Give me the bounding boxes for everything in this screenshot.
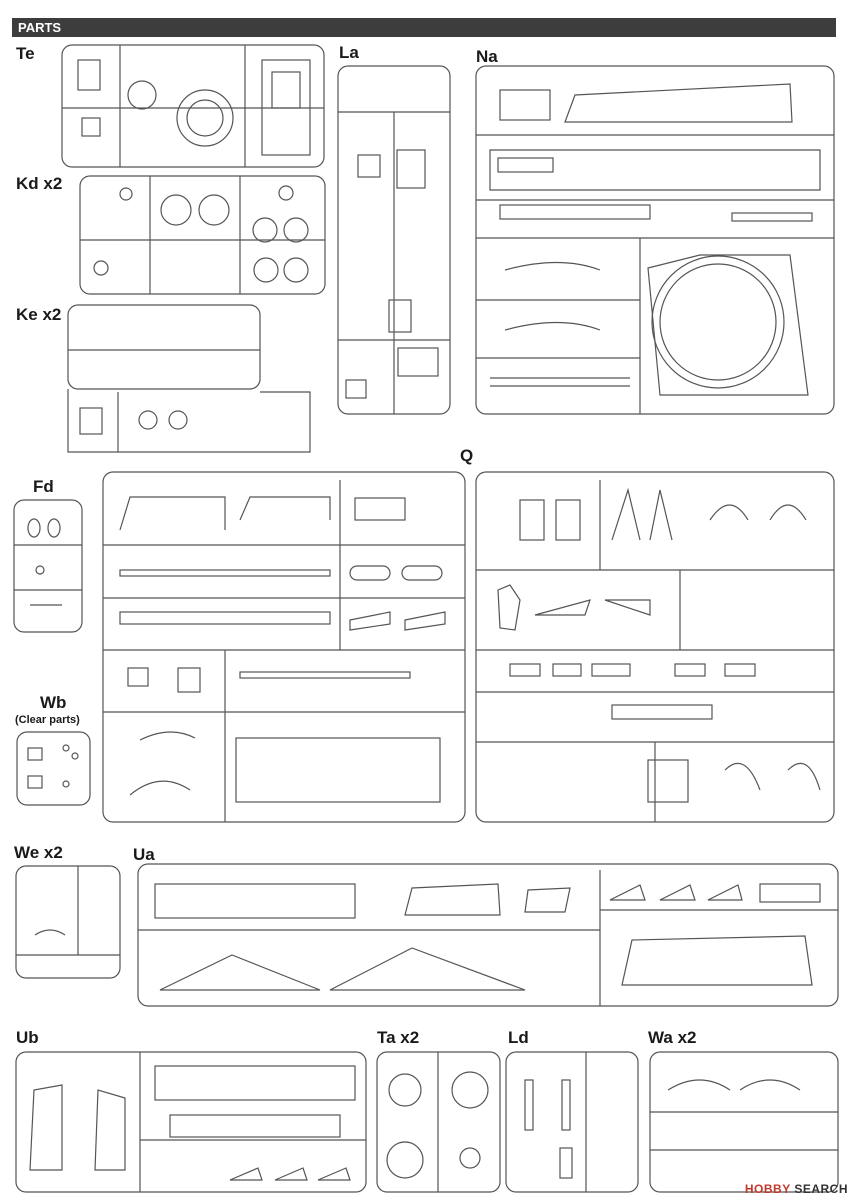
sprue-frame-ua <box>137 863 839 1007</box>
sprue-label-q: Q <box>460 446 474 465</box>
watermark-suffix: SEARCH <box>794 1182 848 1196</box>
sprue-frame-wb <box>16 731 91 806</box>
sprue-frame-ub <box>15 1051 367 1193</box>
sprue-frame-ld <box>505 1051 639 1193</box>
sprue-frame-fd <box>13 499 83 633</box>
sprue-label-ub: Ub <box>16 1028 39 1047</box>
sprue-frame-na <box>475 65 835 415</box>
sprue-label-ua: Ua <box>133 845 155 864</box>
sprue-frame-wa <box>649 1051 839 1193</box>
sprue-frame-te <box>61 44 325 168</box>
sprue-label-wa: Wa x2 <box>648 1028 697 1047</box>
sprue-label-ke: Ke x2 <box>16 305 62 324</box>
sprue-label-la: La <box>339 43 359 62</box>
sprue-label-te: Te <box>16 44 35 63</box>
sprue-note-wb: (Clear parts) <box>15 714 80 726</box>
sprue-label-we: We x2 <box>14 843 63 862</box>
hobby-search-watermark: HOBBY SEARCH <box>745 1182 848 1196</box>
sprue-label-ld: Ld <box>508 1028 529 1047</box>
sprue-frame-ke <box>67 304 261 390</box>
watermark-brand: HOBBY <box>744 1182 791 1196</box>
parts-header-title: PARTS <box>18 20 62 35</box>
parts-header: PARTS <box>12 18 836 37</box>
sprue-frame-we <box>15 865 121 979</box>
sprue-label-na: Na <box>476 47 498 66</box>
sprue-label-fd: Fd <box>33 477 54 496</box>
sprue-label-wb: Wb <box>40 693 67 712</box>
sprue-frame-kd <box>79 175 326 295</box>
sprue-frame-q-left <box>102 471 466 823</box>
sprue-label-kd: Kd x2 <box>16 174 63 193</box>
sprue-label-ta: Ta x2 <box>377 1028 420 1047</box>
